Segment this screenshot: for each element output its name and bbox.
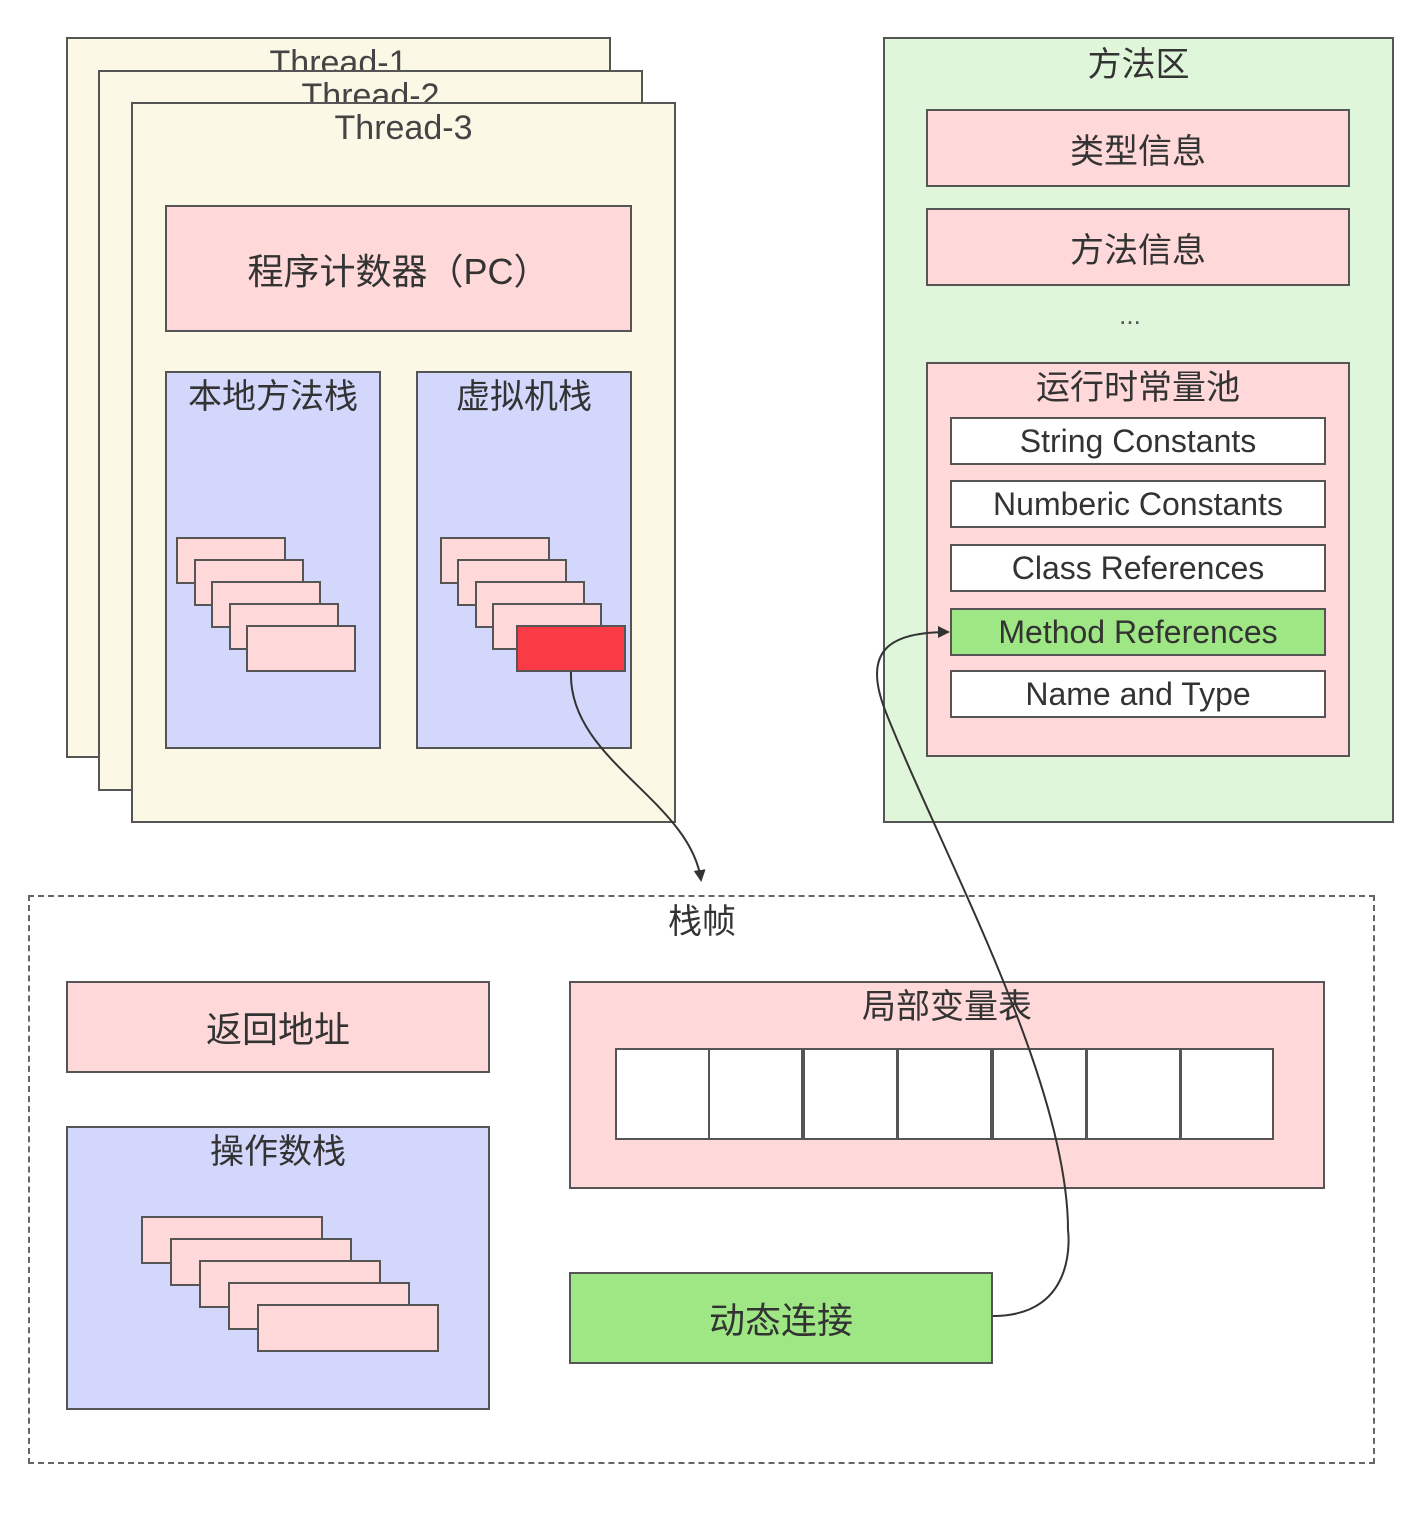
thread-3-title: Thread-3 xyxy=(334,109,473,147)
name-and-type-entry: Name and Type xyxy=(950,670,1326,718)
class-references-entry: Class References xyxy=(950,544,1326,592)
vm-stack-title: 虚拟机栈 xyxy=(456,378,592,416)
operand-stack-entry xyxy=(257,1304,439,1352)
program-counter-label: 程序计数器（PC） xyxy=(247,250,550,292)
dynamic-link-box: 动态连接 xyxy=(569,1272,993,1364)
method-area-title: 方法区 xyxy=(1087,46,1190,84)
return-address-label: 返回地址 xyxy=(205,1009,350,1050)
local-variable-slot xyxy=(803,1048,898,1140)
program-counter-box: 程序计数器（PC） xyxy=(165,205,632,332)
type-info-box: 类型信息 xyxy=(926,109,1350,187)
current-frame-to-stack-frame-arrow xyxy=(569,671,706,882)
class-references-label: Class References xyxy=(1011,549,1265,586)
stack-frame-title: 栈帧 xyxy=(668,902,736,941)
local-variable-slot xyxy=(992,1048,1087,1140)
string-constants-entry: String Constants xyxy=(950,417,1326,465)
numeric-constants-label: Numberic Constants xyxy=(993,485,1283,522)
type-info-label: 类型信息 xyxy=(1070,132,1206,171)
name-and-type-label: Name and Type xyxy=(1025,675,1251,712)
string-constants-label: String Constants xyxy=(1019,422,1257,459)
runtime-constant-pool-title: 运行时常量池 xyxy=(1036,369,1240,407)
native-stack-frame xyxy=(246,625,356,672)
method-references-label: Method References xyxy=(998,613,1278,650)
local-variable-slot xyxy=(615,1048,710,1140)
local-variable-slot xyxy=(897,1048,992,1140)
dynamic-link-to-method-reference-arrow xyxy=(875,626,1070,1317)
local-variable-table-title: 局部变量表 xyxy=(862,988,1032,1026)
return-address-box: 返回地址 xyxy=(66,981,490,1073)
current-stack-frame xyxy=(516,625,626,672)
ellipsis-text: ... xyxy=(1119,299,1141,330)
numeric-constants-entry: Numberic Constants xyxy=(950,480,1326,528)
operand-stack-title: 操作数栈 xyxy=(210,1133,346,1171)
local-variable-slot xyxy=(708,1048,803,1140)
method-info-label: 方法信息 xyxy=(1070,231,1206,270)
method-info-box: 方法信息 xyxy=(926,208,1350,286)
stack-frame-area xyxy=(28,895,1375,1464)
method-references-entry: Method References xyxy=(950,608,1326,656)
dynamic-link-label: 动态连接 xyxy=(708,1300,853,1341)
local-variable-slot xyxy=(1180,1048,1274,1140)
native-method-stack-title: 本地方法栈 xyxy=(188,378,358,416)
